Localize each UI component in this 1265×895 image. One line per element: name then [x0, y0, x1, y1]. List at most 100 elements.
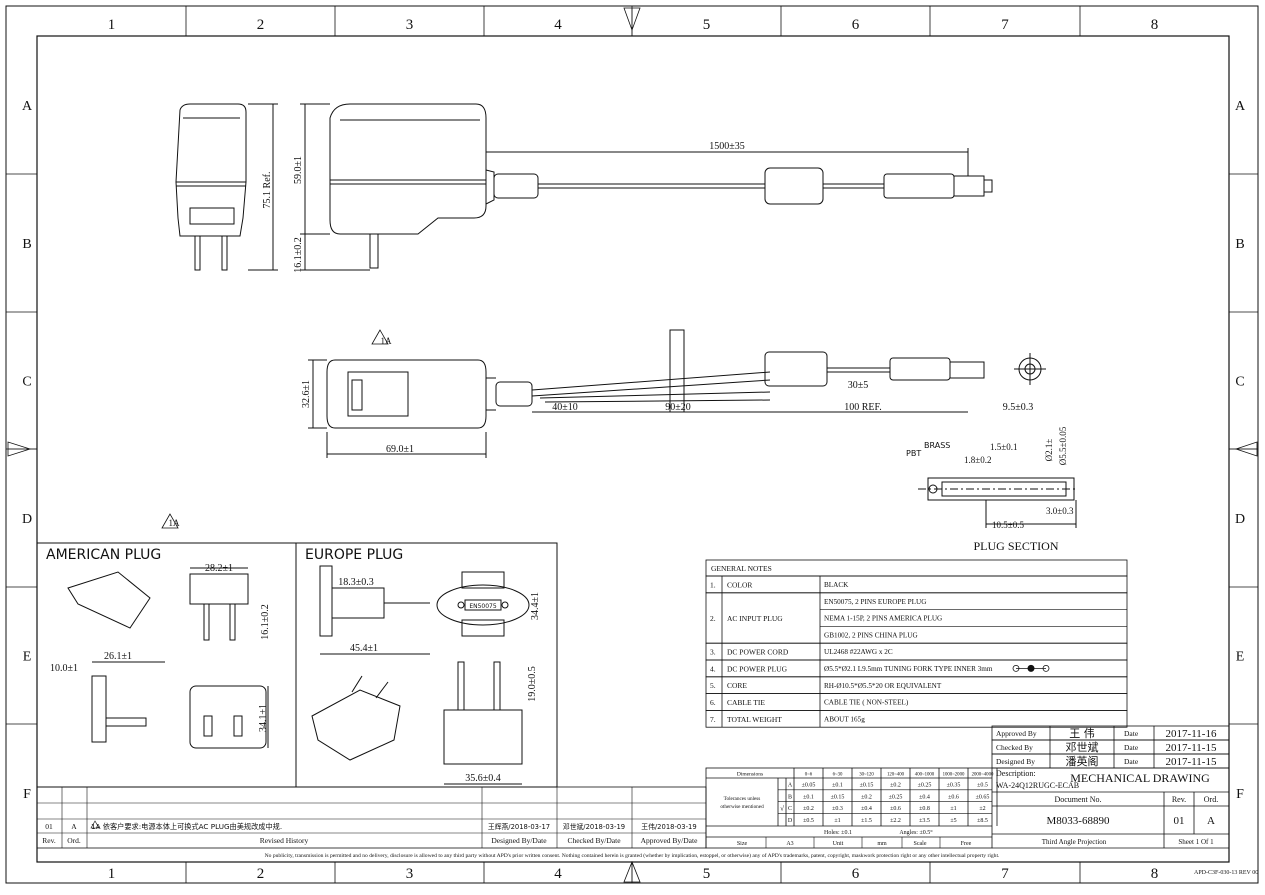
- tol-header-cell: 6~30: [833, 773, 843, 778]
- american-plug-title: AMERICAN PLUG: [46, 547, 161, 563]
- description-label: Description:: [996, 769, 1036, 778]
- tol-value: ±0.8: [919, 806, 930, 812]
- zone-row-label-right: A: [1235, 99, 1246, 114]
- doc-no-label: Document No.: [1054, 795, 1101, 804]
- tol-value: ±0.65: [976, 794, 990, 800]
- note-number: 6.: [710, 698, 716, 707]
- tol-value: ±5: [950, 818, 956, 824]
- eu-length-dim: 45.4±1: [350, 643, 378, 654]
- top-width-dim: 32.6±1: [301, 380, 312, 408]
- tol-value: ±0.4: [861, 806, 872, 812]
- tol-value: ±0.2: [890, 783, 901, 789]
- approval-name: 潘英阁: [1066, 754, 1099, 768]
- tol-value: ±0.2: [803, 806, 814, 812]
- zone-col-label-bottom: 3: [406, 866, 414, 882]
- zone-col-label-bottom: 6: [852, 866, 860, 882]
- us-width-dim: 28.2±1: [205, 563, 233, 574]
- zone-row-label-right: C: [1235, 375, 1244, 390]
- segment-3-dim: 100 REF.: [844, 402, 882, 413]
- rev-label: Rev.: [1172, 795, 1186, 804]
- projection-label: Third Angle Projection: [1042, 838, 1107, 846]
- tol-footer-cell: A3: [786, 841, 793, 847]
- us-width-2-dim: 26.1±1: [104, 651, 132, 662]
- segment-2-dim: 90±20: [665, 402, 691, 413]
- zone-row-label-left: C: [22, 375, 31, 390]
- note-number: 3.: [710, 648, 716, 657]
- tol-value: ±0.6: [948, 794, 959, 800]
- adapter-front-view: [300, 103, 993, 271]
- note-number: 2.: [710, 614, 716, 623]
- zone-col-label-top: 1: [108, 17, 116, 33]
- tol-value: ±0.15: [860, 783, 874, 789]
- zone-col-label-top: 6: [852, 17, 860, 33]
- tol-value: ±0.4: [919, 794, 930, 800]
- tol-class: B: [788, 794, 792, 800]
- tol-value: ±1: [834, 818, 840, 824]
- tol-value: ±3.5: [919, 818, 930, 824]
- tol-value: ±0.1: [803, 794, 814, 800]
- cable-length-dim: 1500±35: [709, 141, 745, 152]
- zone-row-label-left: D: [22, 512, 32, 527]
- form-number: APD-C3F-030-13 REV 00: [1194, 870, 1258, 876]
- tol-footer-cell: Unit: [833, 841, 844, 847]
- note-number: 4.: [710, 664, 716, 673]
- zone-col-label-bottom: 7: [1001, 866, 1009, 882]
- tol-value: ±0.35: [947, 783, 961, 789]
- note-value: Ø5.5*Ø2.1 L9.5mm TUNING FORK TYPE INNER …: [824, 665, 993, 673]
- segment-1-dim: 40±10: [552, 402, 578, 413]
- revision-mark-2: 1A: [169, 518, 181, 528]
- tol-footer-cell: Size: [737, 841, 748, 847]
- rev-header: Approved By/Date: [641, 836, 699, 845]
- revision-mark: 1A: [381, 336, 393, 346]
- tol-value: ±0.15: [831, 794, 845, 800]
- approval-date: 2017-11-16: [1166, 728, 1217, 740]
- rev-approved: 王伟/2018-03-19: [641, 822, 696, 831]
- tol-holes: Holes: ±0.1: [824, 830, 852, 836]
- side-height-dim: 75.1 Ref.: [262, 172, 273, 209]
- zone-row-label-left: B: [22, 237, 31, 252]
- approval-role: Designed By: [996, 757, 1035, 766]
- europe-plug-marking: EN50075: [469, 603, 497, 610]
- model-number: WA-24Q12RUGC-ECAB: [996, 781, 1079, 790]
- eu-height-dim: 34.4±1: [530, 592, 541, 620]
- tol-value: ±2.2: [890, 818, 901, 824]
- tol-class: C: [788, 806, 792, 812]
- tol-footer-cell: Free: [961, 841, 972, 847]
- europe-plug-title: EUROPE PLUG: [305, 547, 403, 563]
- us-thickness-dim: 10.0±1: [50, 663, 78, 674]
- order-letter: A: [1207, 815, 1215, 827]
- core-length-dim: 30±5: [848, 380, 869, 391]
- revision-number: 01: [1174, 815, 1185, 827]
- tol-value: ±0.2: [861, 794, 872, 800]
- section-dia-2: Ø5.5±0.05: [1058, 426, 1068, 465]
- title-block: Description: WA-24Q12RUGC-ECAB MECHANICA…: [992, 767, 1229, 849]
- tol-class: D: [788, 818, 793, 824]
- zone-row-label-left: F: [23, 787, 31, 802]
- zone-col-label-bottom: 4: [554, 866, 562, 882]
- tol-header-cell: 30~120: [859, 773, 874, 778]
- zone-col-label-top: 8: [1151, 17, 1159, 33]
- zone-col-label-bottom: 5: [703, 866, 711, 882]
- tol-value: ±0.05: [802, 783, 816, 789]
- zone-row-label-right: F: [1236, 787, 1244, 802]
- tol-value: ±8.5: [977, 818, 988, 824]
- plug-section-title: PLUG SECTION: [973, 539, 1058, 553]
- rev-order: A: [71, 822, 77, 831]
- note-value: ABOUT 165g: [824, 715, 865, 723]
- note-number: 7.: [710, 715, 716, 724]
- note-number: 1.: [710, 580, 716, 589]
- section-dim-3: 3.0±0.3: [1046, 506, 1074, 516]
- confidentiality-notice: No publicity, transmission is permitted …: [265, 852, 1000, 859]
- tol-value: ±0.25: [918, 783, 932, 789]
- tol-value: ±1: [950, 806, 956, 812]
- rev-checked: 邓世斌/2018-03-19: [563, 822, 625, 831]
- pbt-label: PBT: [906, 449, 921, 458]
- tol-header-cell: 1000~2000: [943, 773, 965, 778]
- tol-value: ±2: [979, 806, 985, 812]
- zone-row-label-right: B: [1235, 237, 1244, 252]
- eu-pin-length-dim: 19.0±0.5: [527, 666, 538, 702]
